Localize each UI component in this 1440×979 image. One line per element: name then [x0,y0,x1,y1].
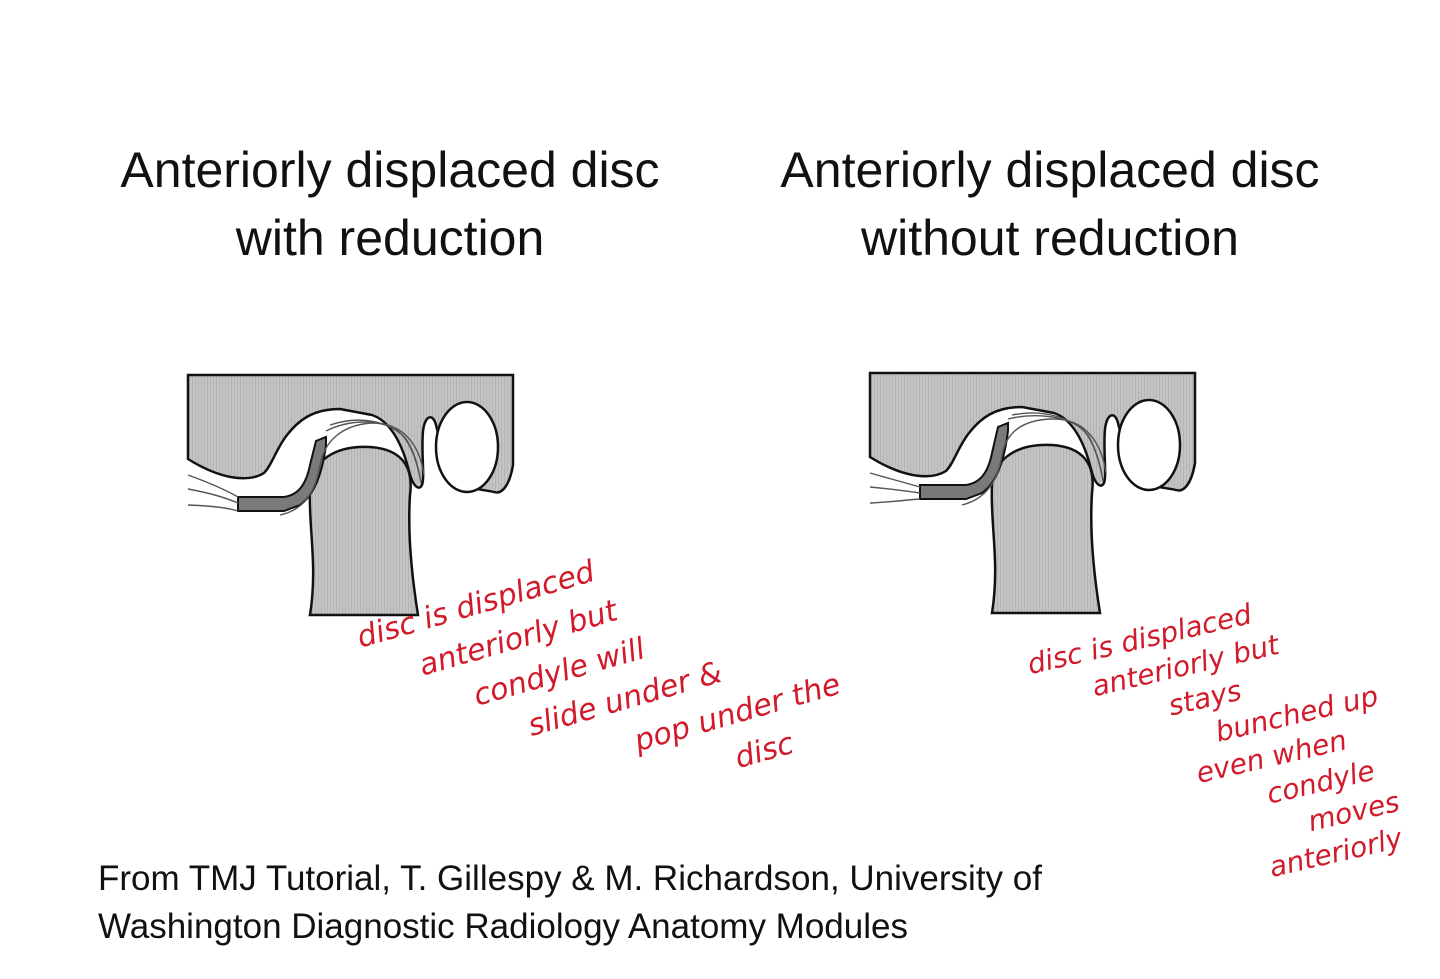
title-left-line-1: Anteriorly displaced disc [120,142,660,198]
articular-disc [919,421,1009,500]
ligament-lines [187,419,425,516]
caption-line-1: From TMJ Tutorial, T. Gillespy & M. Rich… [98,859,1042,898]
ear-canal-outline [1116,398,1182,492]
ligament-lines [869,412,1107,506]
caption-line-2: Washington Diagnostic Radiology Anatomy … [98,907,908,946]
mandibular-condyle [990,443,1102,615]
title-with-reduction: Anteriorly displaced disc with reduction [50,136,730,272]
ear-canal-outline [434,400,500,494]
tmj-diagram-without-reduction [868,371,1197,615]
tmj-diagram-with-reduction [186,373,515,617]
title-left-line-2: with reduction [235,210,545,266]
handwritten-note-without-reduction: disc is displaced anteriorly but stays b… [1024,573,1414,929]
title-right-line-1: Anteriorly displaced disc [780,142,1320,198]
title-without-reduction: Anteriorly displaced disc without reduct… [710,136,1390,272]
source-caption: From TMJ Tutorial, T. Gillespy & M. Rich… [98,855,1042,951]
title-right-line-2: without reduction [860,210,1239,266]
mandibular-condyle [308,445,420,617]
